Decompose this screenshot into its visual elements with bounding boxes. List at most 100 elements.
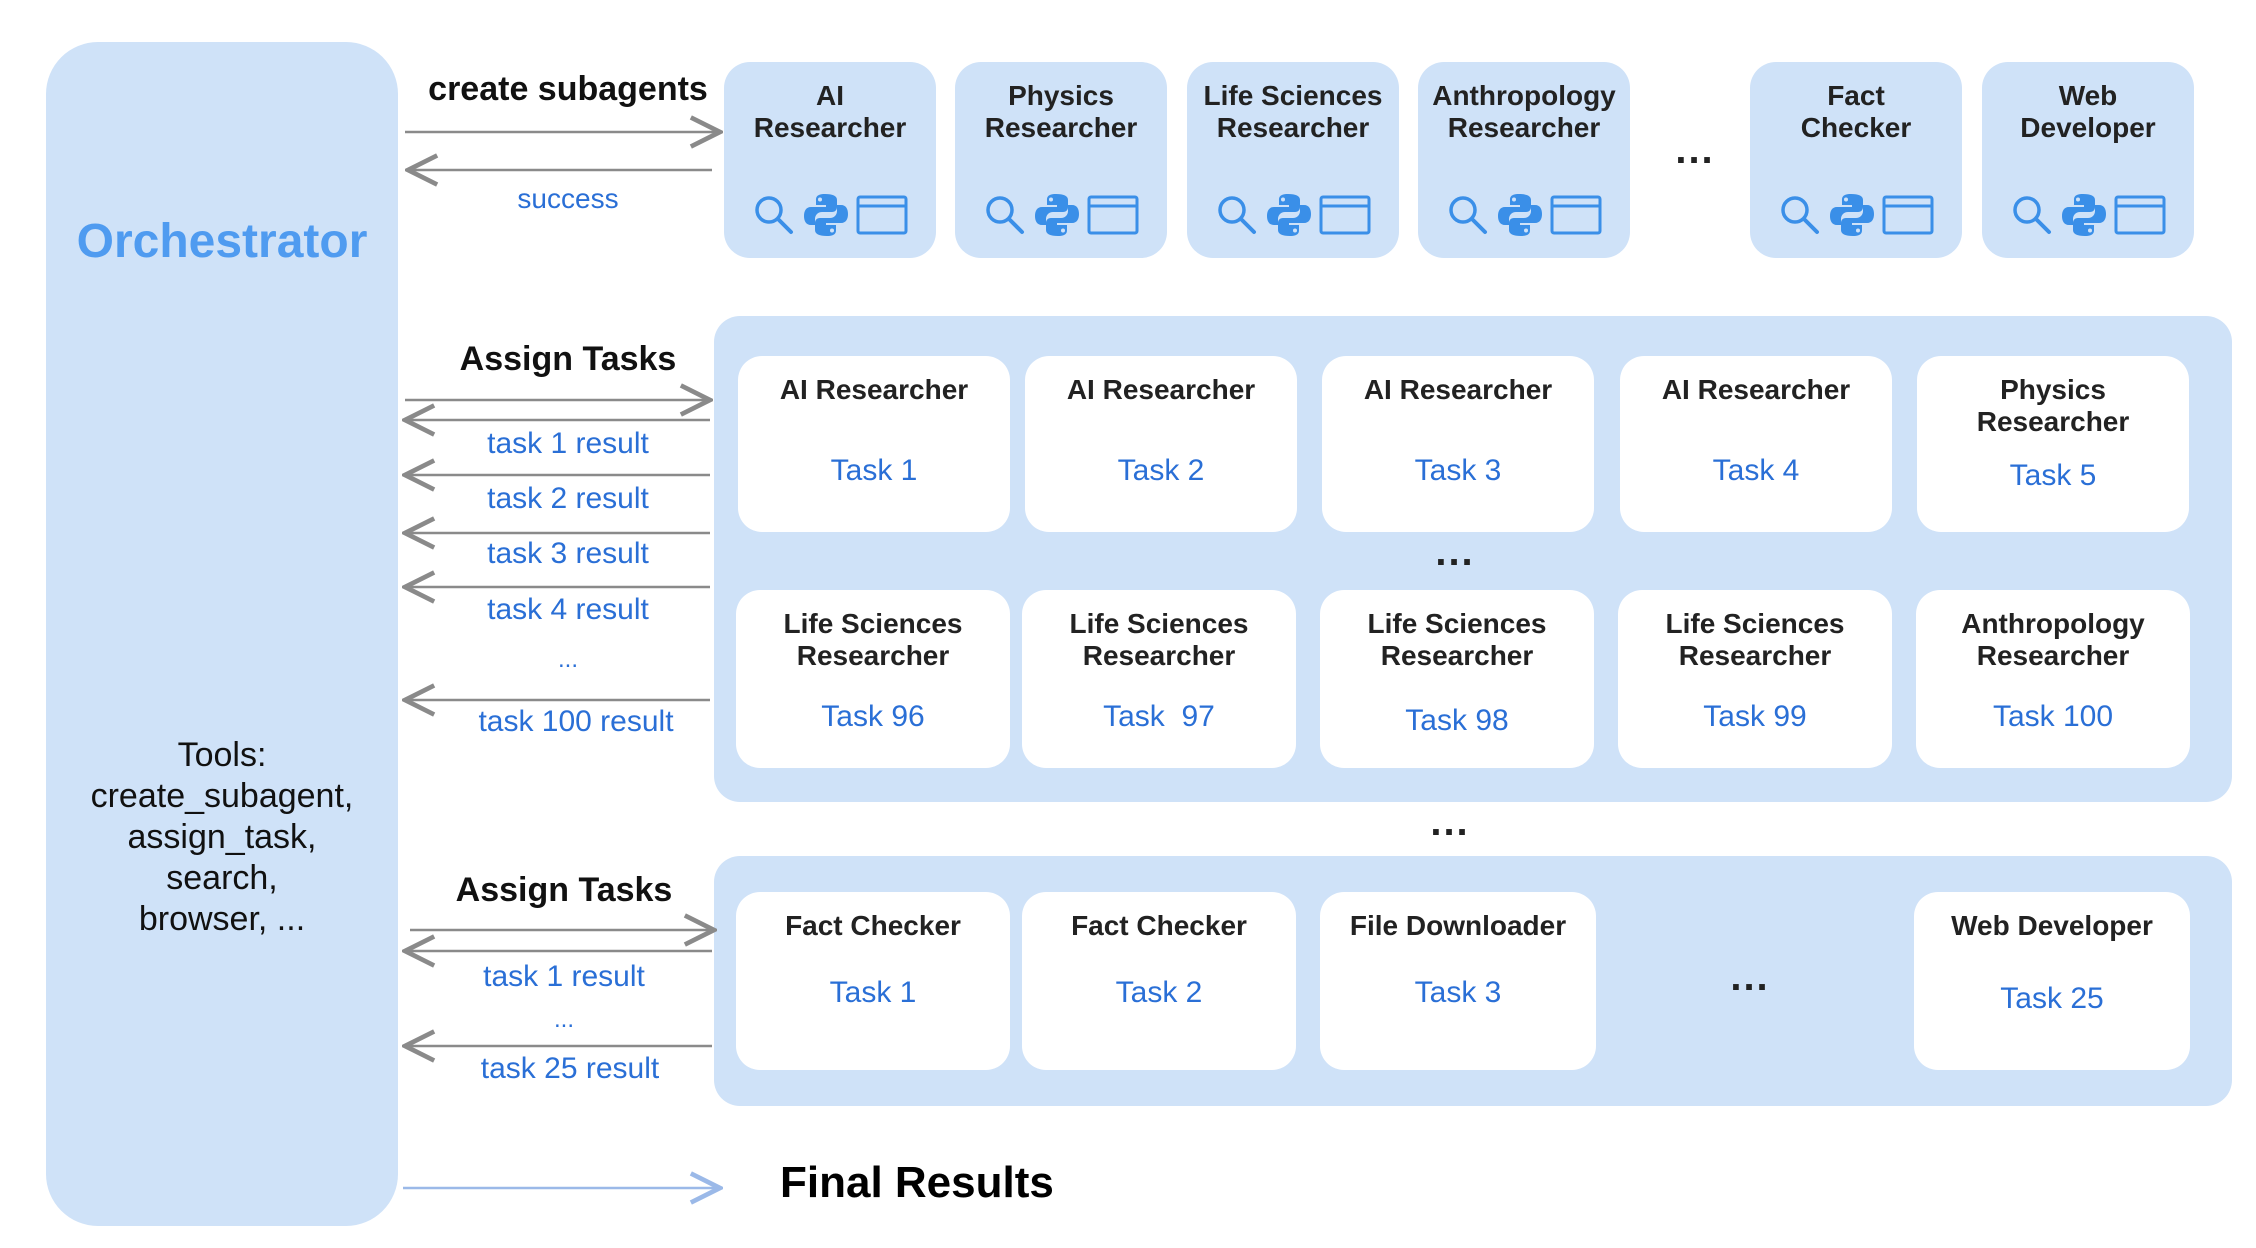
task-agent-name: Web Developer	[1951, 910, 2153, 941]
assign-tasks-label-1: Assign Tasks	[459, 340, 677, 378]
task-label: Task 97	[1103, 700, 1215, 733]
round1-result-ellipsis: ...	[557, 646, 578, 673]
subagent-card-anthropology-researcher: Anthropology Researcher	[1418, 62, 1630, 258]
task-card: Life Sciences Researcher Task 98	[1320, 590, 1594, 768]
task-label: Task 2	[1117, 454, 1205, 487]
search-icon	[1778, 193, 1822, 237]
task-card: Fact Checker Task 2	[1022, 892, 1296, 1070]
search-icon	[1446, 193, 1490, 237]
task-agent-name: AI Researcher	[1363, 374, 1553, 405]
python-icon	[1265, 191, 1313, 239]
task-agent-name: Life Sciences Researcher	[1367, 608, 1547, 671]
orchestrator-title: Orchestrator	[76, 215, 368, 268]
python-icon	[1828, 191, 1876, 239]
task-agent-name: Fact Checker	[1071, 910, 1247, 941]
task-label: Task 3	[1414, 976, 1502, 1009]
task-card: Life Sciences Researcher Task 99	[1618, 590, 1892, 768]
subagent-name: Anthropology Researcher	[1432, 80, 1616, 143]
subagent-name: Fact Checker	[1800, 80, 1912, 143]
python-icon	[1496, 191, 1544, 239]
task-label: Task 5	[2009, 459, 2097, 492]
task-agent-name: Fact Checker	[785, 910, 961, 941]
subagent-card-fact-checker: Fact Checker	[1750, 62, 1962, 258]
task-agent-name: Life Sciences Researcher	[783, 608, 963, 671]
task-card: Physics Researcher Task 5	[1917, 356, 2189, 532]
round1-result-100: task 100 result	[478, 705, 674, 738]
create-subagents-label: create subagents	[428, 70, 708, 108]
browser-window-icon	[2114, 195, 2166, 235]
python-icon	[802, 191, 850, 239]
task-card: Life Sciences Researcher Task 97	[1022, 590, 1296, 768]
task-label: Task 2	[1115, 976, 1203, 1009]
task-agent-name: Anthropology Researcher	[1961, 608, 2145, 671]
search-icon	[1215, 193, 1259, 237]
task-agent-name: Life Sciences Researcher	[1665, 608, 1845, 671]
search-icon	[2010, 193, 2054, 237]
task-agent-name: AI Researcher	[779, 374, 969, 405]
python-icon	[1033, 191, 1081, 239]
search-icon	[752, 193, 796, 237]
task-label: Task 25	[2000, 982, 2104, 1015]
subagent-name: Web Developer	[2020, 80, 2156, 143]
browser-window-icon	[1319, 195, 1371, 235]
task-card: AI Researcher Task 2	[1025, 356, 1297, 532]
subagent-tools	[1187, 190, 1399, 240]
between-rounds-ellipsis: ...	[1430, 800, 1470, 844]
round1-result-2: task 2 result	[487, 482, 649, 515]
task-agent-name: AI Researcher	[1066, 374, 1256, 405]
task-agent-name: File Downloader	[1349, 910, 1567, 941]
task-label: Task 98	[1405, 704, 1509, 737]
subagent-tools	[1750, 190, 1962, 240]
task-card: Anthropology Researcher Task 100	[1916, 590, 2190, 768]
task-agent-name: AI Researcher	[1661, 374, 1851, 405]
subagent-name: Physics Researcher	[984, 80, 1138, 143]
subagent-tools	[724, 190, 936, 240]
task-label: Task 4	[1712, 454, 1800, 487]
round2-result-25: task 25 result	[480, 1052, 660, 1085]
task-label: Task 3	[1414, 454, 1502, 487]
subagent-tools	[1418, 190, 1630, 240]
round1-result-3: task 3 result	[487, 537, 649, 570]
subagent-name: AI Researcher	[753, 80, 907, 143]
subagent-name: Life Sciences Researcher	[1203, 80, 1383, 143]
search-icon	[983, 193, 1027, 237]
python-icon	[2060, 191, 2108, 239]
subagent-card-life-sciences-researcher: Life Sciences Researcher	[1187, 62, 1399, 258]
task-card: File Downloader Task 3	[1320, 892, 1596, 1070]
task-card: AI Researcher Task 1	[738, 356, 1010, 532]
task-label: Task 1	[829, 976, 917, 1009]
browser-window-icon	[1882, 195, 1934, 235]
subagent-card-web-developer: Web Developer	[1982, 62, 2194, 258]
round2-result-ellipsis: ...	[553, 1006, 574, 1033]
task-label: Task 100	[1992, 700, 2114, 733]
assign-tasks-label-2: Assign Tasks	[455, 871, 673, 909]
task-agent-name: Life Sciences Researcher	[1069, 608, 1249, 671]
task-label: Task 1	[830, 454, 918, 487]
subagent-tools	[1982, 190, 2194, 240]
task-label: Task 96	[821, 700, 925, 733]
task-card: AI Researcher Task 3	[1322, 356, 1594, 532]
subagent-tools	[955, 190, 1167, 240]
task-card: Life Sciences Researcher Task 96	[736, 590, 1010, 768]
round2-ellipsis: ...	[1730, 955, 1770, 999]
final-results-label: Final Results	[780, 1158, 1054, 1207]
task-card: Fact Checker Task 1	[736, 892, 1010, 1070]
success-label: success	[517, 183, 619, 214]
task-agent-name: Physics Researcher	[1976, 374, 2130, 437]
task-label: Task 99	[1703, 700, 1807, 733]
browser-window-icon	[1550, 195, 1602, 235]
subagent-ellipsis: ...	[1675, 128, 1715, 172]
task-card: Web Developer Task 25	[1914, 892, 2190, 1070]
round2-result-1: task 1 result	[483, 960, 645, 993]
orchestrator-panel	[46, 42, 398, 1226]
orchestrator-tools: Tools: create_subagent, assign_task, sea…	[90, 736, 354, 938]
round1-rows-ellipsis: ...	[1435, 530, 1475, 574]
browser-window-icon	[856, 195, 908, 235]
subagent-card-physics-researcher: Physics Researcher	[955, 62, 1167, 258]
browser-window-icon	[1087, 195, 1139, 235]
subagent-card-ai-researcher: AI Researcher	[724, 62, 936, 258]
task-card: AI Researcher Task 4	[1620, 356, 1892, 532]
round1-result-1: task 1 result	[487, 427, 649, 460]
round1-result-4: task 4 result	[487, 593, 649, 626]
